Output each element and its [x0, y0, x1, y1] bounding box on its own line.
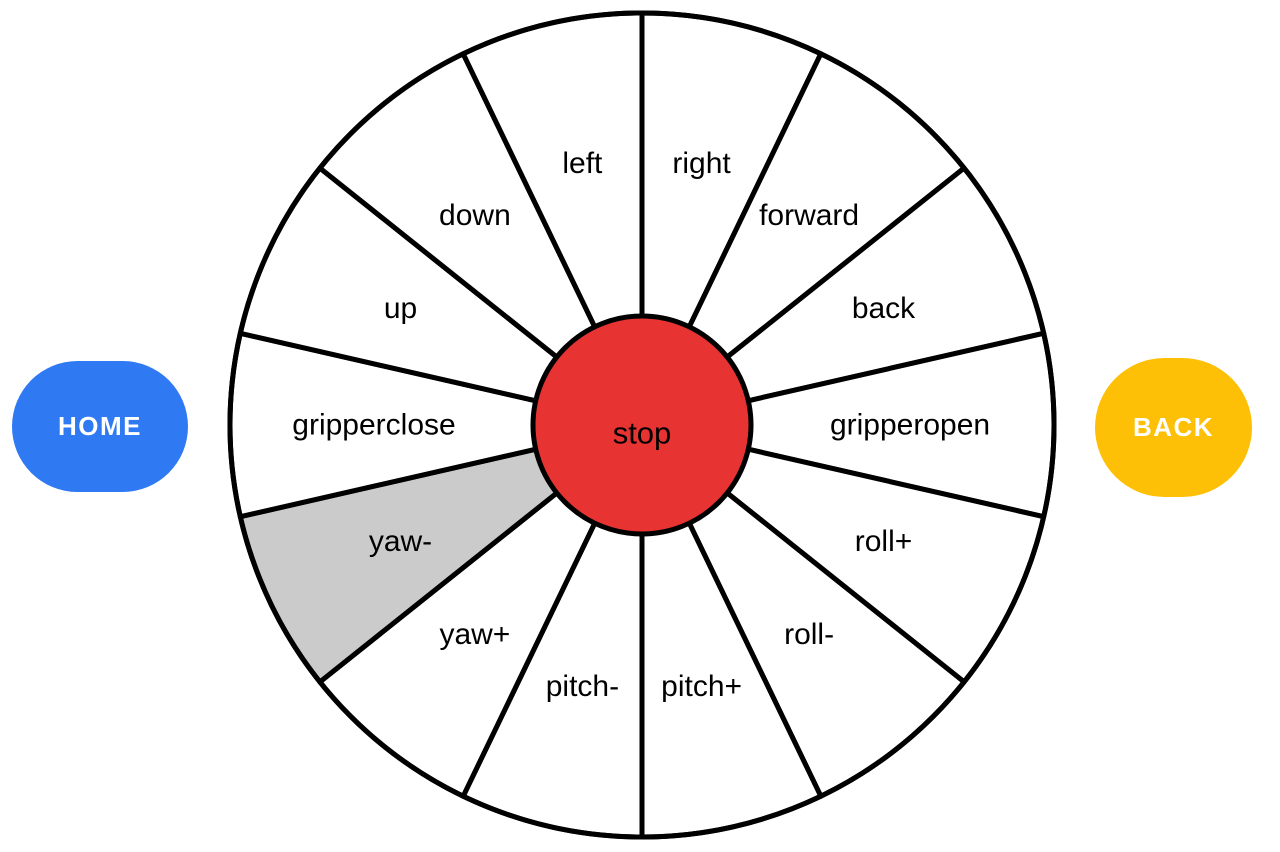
- back-button[interactable]: BACK: [1095, 358, 1252, 497]
- home-button[interactable]: HOME: [12, 361, 188, 492]
- wheel-outer-ring: [227, 10, 1057, 840]
- stop-button[interactable]: [530, 313, 754, 537]
